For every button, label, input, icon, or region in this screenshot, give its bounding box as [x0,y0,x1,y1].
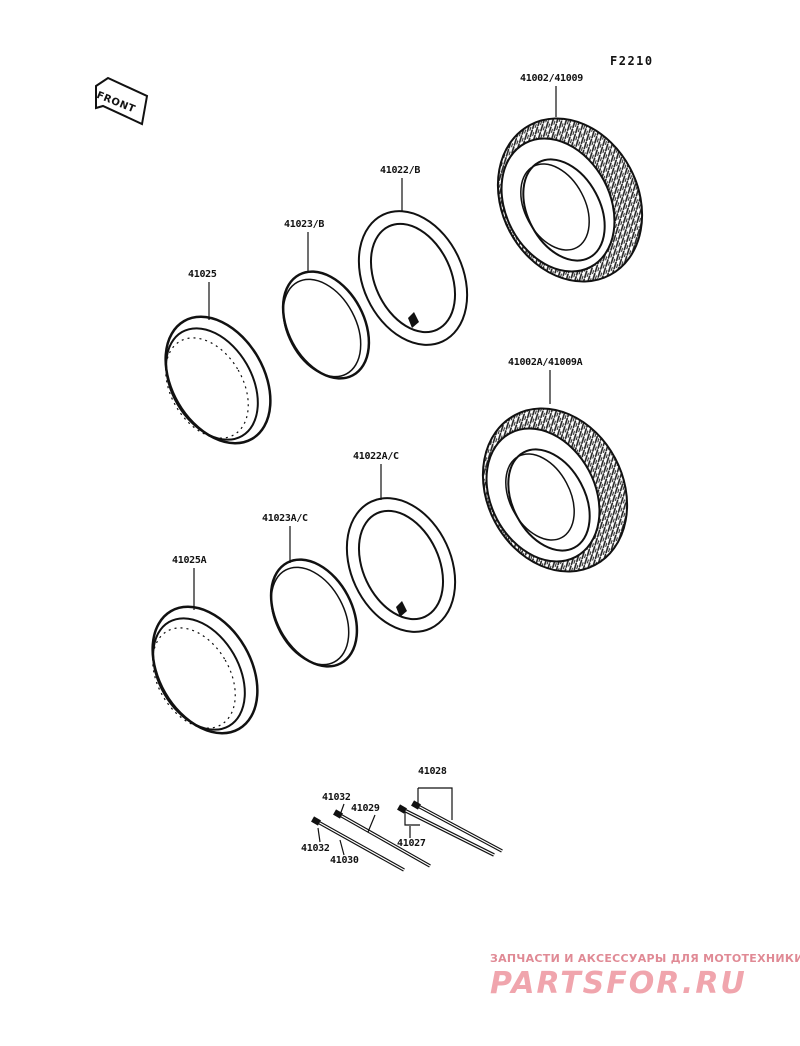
label-tube-front: 41022/B [380,165,421,176]
label-nipple-top: 41032 [322,792,351,803]
front-arrow-icon [95,76,149,126]
diagram-code: F2210 [610,54,654,68]
label-spoke-2: 41030 [330,855,359,866]
label-tire-front: 41002/41009 [520,73,583,84]
watermark-logo: PARTSFOR.RU [490,966,747,1001]
front-rim-drawing [164,315,272,445]
spokes-drawing [311,800,503,872]
rear-rim-band-drawing [269,558,359,668]
label-rim-rear: 41025A [172,555,207,566]
label-rim-band-rear: 41023A/C [262,513,308,524]
rear-rim-drawing [151,605,259,735]
label-spoke-3: 41027 [397,838,426,849]
label-rim-band-front: 41023/B [284,219,325,230]
label-spoke-set: 41028 [418,766,447,777]
front-tire-drawing [496,117,644,283]
label-spoke-1: 41029 [351,803,380,814]
rear-tire-drawing [481,407,629,573]
label-nipple-bottom: 41032 [301,843,330,854]
front-tube-drawing [357,210,469,346]
leader-lines [193,86,557,856]
front-rim-band-drawing [281,270,371,380]
label-rim-front: 41025 [188,269,217,280]
watermark-tagline: ЗАПЧАСТИ И АКСЕССУАРЫ ДЛЯ МОТОТЕХНИКИ [490,952,800,965]
label-tire-rear: 41002A/41009A [508,357,583,368]
rear-tube-drawing [345,497,457,633]
label-tube-rear: 41022A/C [353,451,399,462]
